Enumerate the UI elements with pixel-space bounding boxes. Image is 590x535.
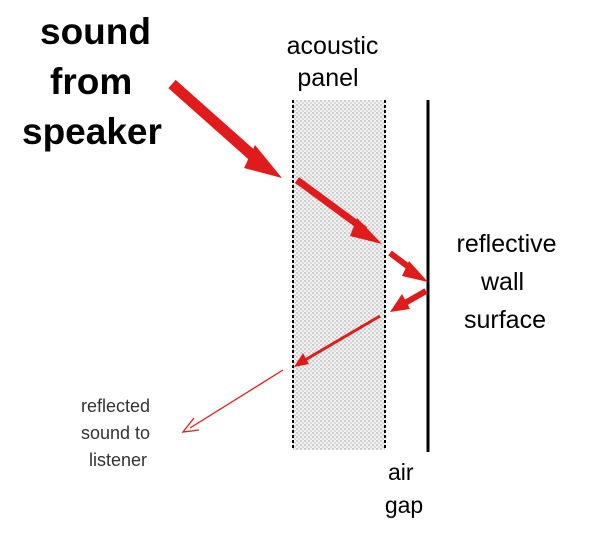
listener-arrow <box>189 369 284 429</box>
air-gap-label-line-1: air <box>388 459 414 485</box>
listener-label: reflected sound to listener <box>81 396 155 470</box>
wall-label-line-1: reflective <box>457 230 557 258</box>
air-gap-label-line-2: gap <box>385 492 423 518</box>
wall-label: reflective wall surface <box>457 230 564 334</box>
listener-label-line-2: sound to <box>81 423 150 443</box>
panel-label: acoustic panel <box>287 32 386 92</box>
listener-label-line-3: listener <box>89 450 147 470</box>
transmitted-arrowhead <box>350 218 382 244</box>
air-gap-arrowhead <box>402 261 428 282</box>
incoming-sound-arrow <box>168 79 266 169</box>
listener-arrowhead <box>181 417 200 433</box>
panel-label-line-1: acoustic <box>287 32 379 60</box>
panel-reflection-arrowhead <box>294 353 309 367</box>
transmitted-arrow <box>294 177 368 233</box>
sound-source-line-1: sound <box>40 11 151 52</box>
panel-label-line-2: panel <box>297 64 358 92</box>
acoustic-panel <box>293 100 385 450</box>
wall-label-line-3: surface <box>464 306 546 334</box>
panel-reflection-arrow <box>304 314 381 362</box>
wall-reflection-arrow <box>403 288 428 306</box>
incoming-sound-arrowhead <box>244 145 282 178</box>
listener-label-line-1: reflected <box>81 396 150 416</box>
wall-label-line-2: wall <box>480 268 524 296</box>
wall-reflection-arrowhead <box>390 294 410 312</box>
air-gap-label: air gap <box>385 459 423 518</box>
sound-source-line-2: from <box>50 61 132 102</box>
sound-source-label: sound from speaker <box>22 11 162 152</box>
sound-source-line-3: speaker <box>22 111 162 152</box>
